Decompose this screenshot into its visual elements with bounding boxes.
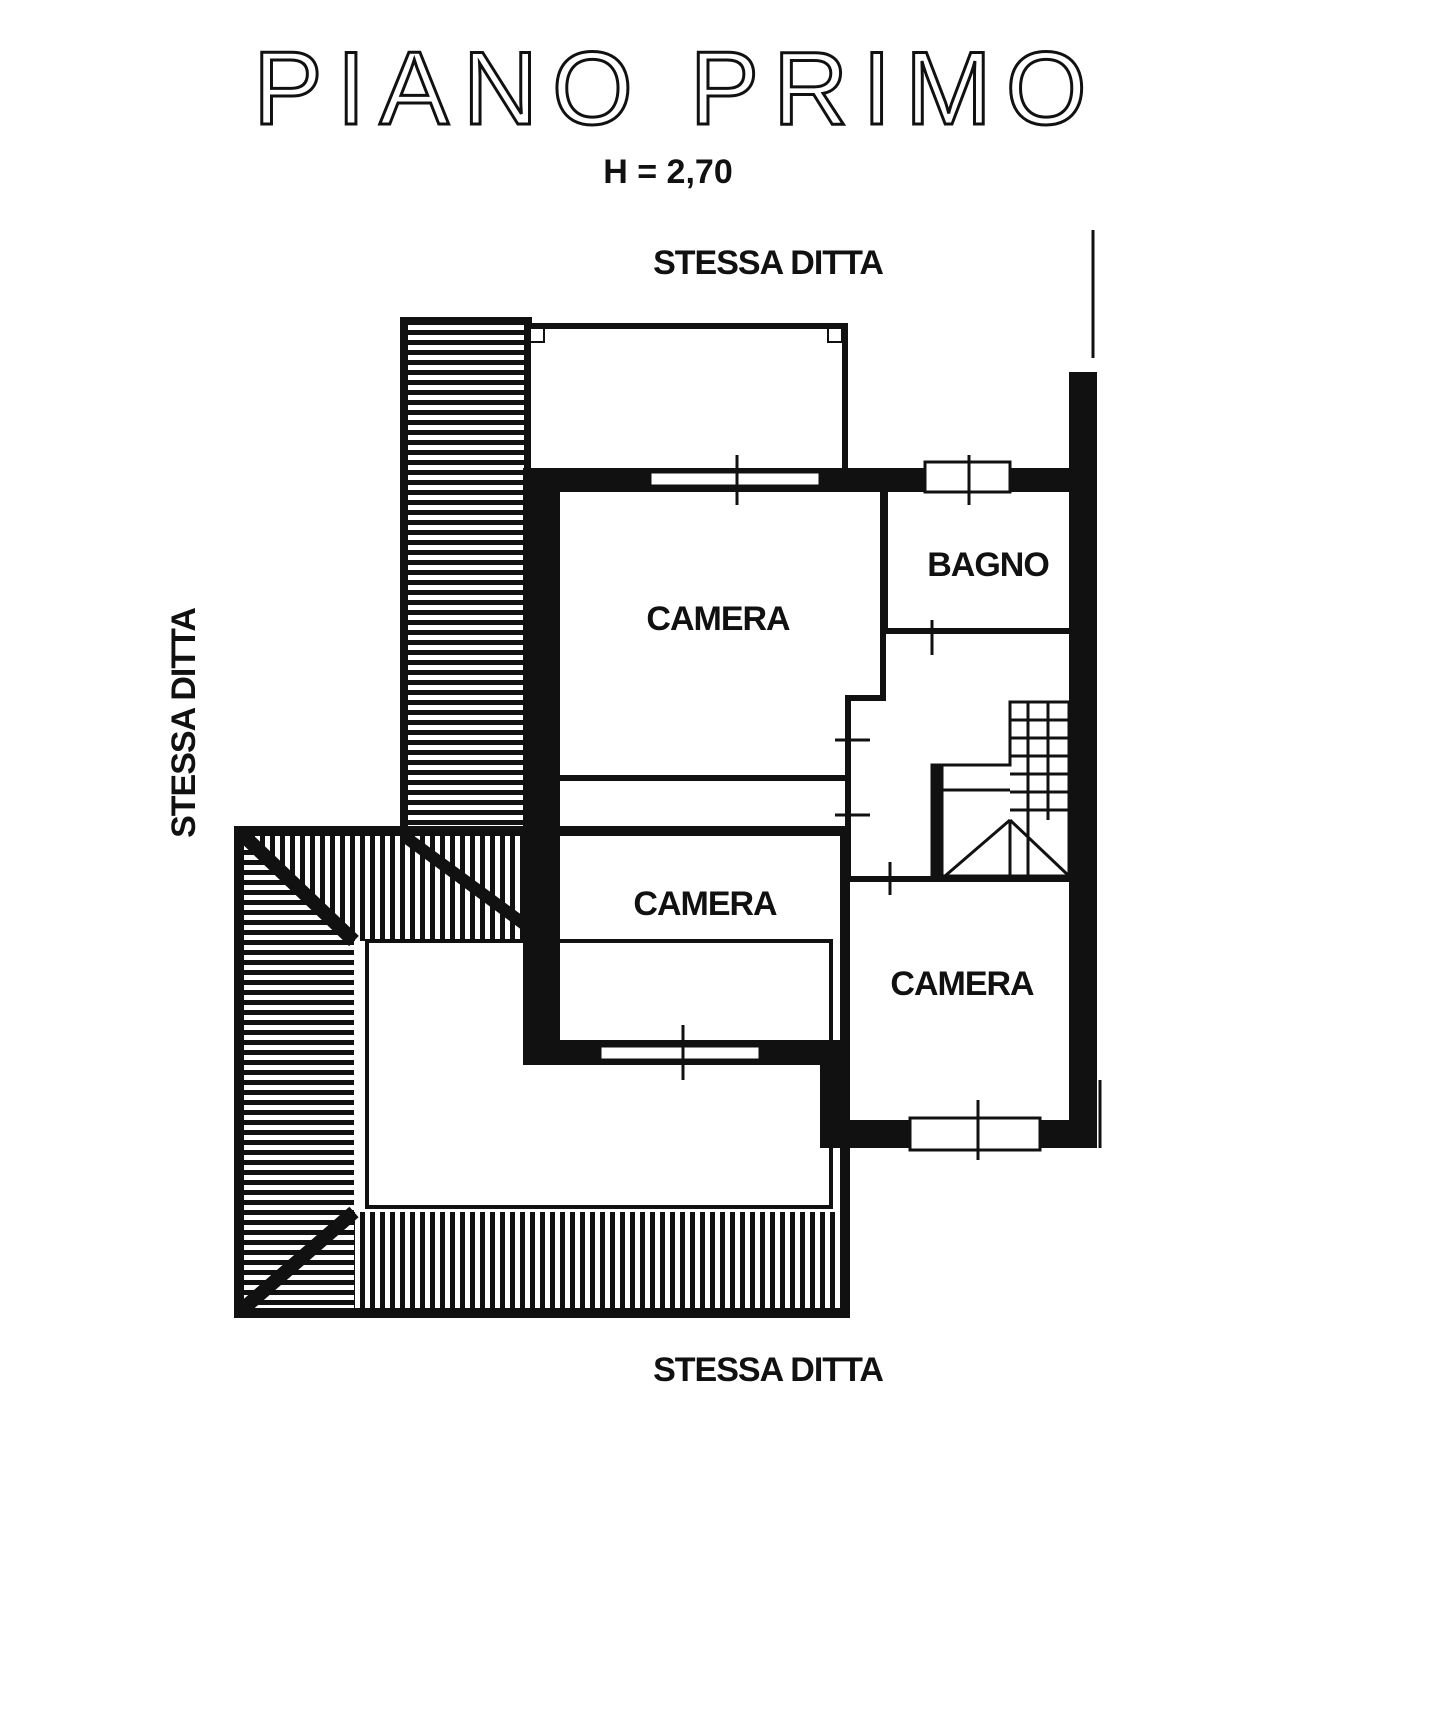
walls [523,372,1097,1148]
neighbor-label-bottom: STESSA DITTA [653,1351,883,1389]
staircase [930,700,1071,878]
room-label-camera-2: CAMERA [633,885,777,923]
room-label-camera-3: CAMERA [890,965,1034,1003]
window-marks [681,455,980,1160]
plan-title: PIANO PRIMO [253,31,1100,147]
room-label-bagno: BAGNO [927,546,1049,584]
balcony-top [525,323,848,479]
neighbor-label-left: STESSA DITTA [165,608,203,838]
room-label-camera-1: CAMERA [646,600,790,638]
lower-roof [234,826,850,1318]
ceiling-height-note: H = 2,70 [603,153,732,191]
terrace [365,939,833,1209]
neighbor-label-top: STESSA DITTA [653,244,883,282]
